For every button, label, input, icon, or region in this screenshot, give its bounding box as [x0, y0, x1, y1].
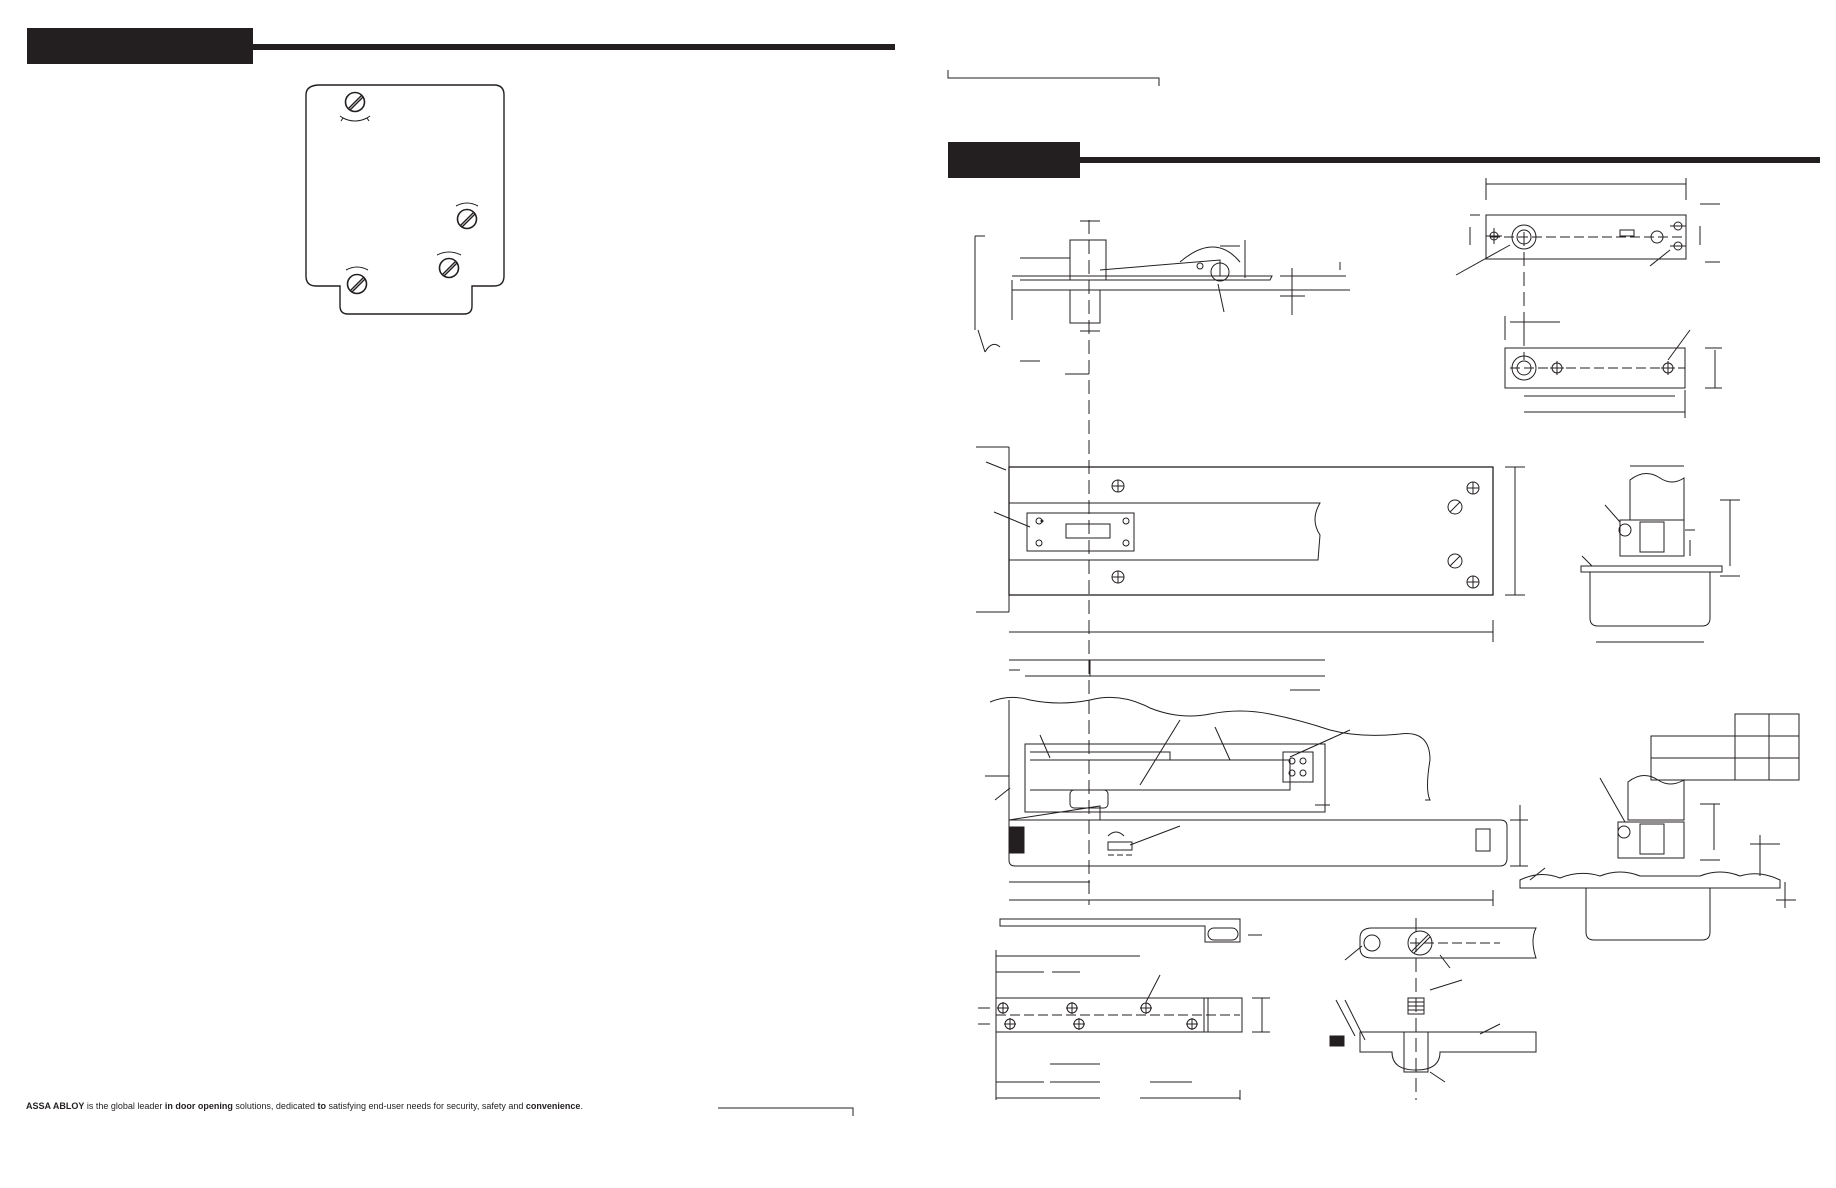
left-section-header-block [27, 28, 253, 64]
crosshair-hole-icon [1140, 1002, 1152, 1014]
footer-part1: is the global leader [84, 1101, 165, 1111]
crosshair-hole-icon [1073, 1018, 1085, 1030]
curved-arrow-icon [455, 202, 479, 207]
crosshair-hole-icon [1486, 228, 1502, 244]
left-section-header-rule [253, 44, 895, 50]
spindle-section-upper [1580, 465, 1740, 643]
crosshair-hole-icon [1661, 361, 1675, 375]
slotted-screw-icon [344, 91, 366, 113]
footer-tagline: ASSA ABLOY is the global leader in door … [26, 1101, 583, 1111]
pivot-plate-view [1504, 316, 1722, 418]
curved-arrow-icon [436, 251, 462, 256]
crosshair-hole-icon [1670, 221, 1686, 251]
crosshair-hole-icon [1111, 479, 1125, 493]
crosshair-hole-icon [997, 1002, 1009, 1014]
crosshair-hole-icon [1111, 570, 1125, 584]
slotted-screw-icon [456, 208, 478, 230]
slotted-screw-icon [346, 273, 368, 295]
slotted-screw-icon [1447, 499, 1463, 515]
crosshair-hole-icon [1066, 1002, 1078, 1014]
footer-end: . [580, 1101, 583, 1111]
crosshair-hole-icon [1550, 361, 1564, 375]
arm-detail [978, 918, 1270, 1100]
crosshair-hole-icon [1004, 1018, 1016, 1030]
valve-plate-diagram [305, 84, 505, 315]
footer-part2: solutions, dedicated [232, 1101, 318, 1111]
curved-arrow-icon [342, 117, 368, 122]
curved-arrow-icon [345, 266, 369, 271]
crosshair-hole-icon [1466, 575, 1480, 589]
top-pivot-side-view [974, 220, 1350, 375]
slotted-screw-icon [1447, 553, 1463, 569]
top-pivot-plan-view [1455, 178, 1720, 276]
footer-part3: satisfying end-user needs for security, … [325, 1101, 526, 1111]
spec-table [1650, 713, 1800, 781]
footer-bold1: in door opening [164, 1101, 233, 1111]
right-section-header-rule [1080, 157, 1820, 163]
crosshair-hole-icon [1186, 1018, 1198, 1030]
floor-closer-plan [976, 446, 1525, 642]
footer-bold2: to [317, 1101, 326, 1111]
floor-closer-section [985, 659, 1528, 906]
spindle-section-lower [1519, 775, 1796, 941]
slotted-screw-icon [438, 257, 460, 279]
footer-bracket-line [718, 1107, 854, 1116]
right-section-header-block [948, 142, 1080, 178]
footer-brand: ASSA ABLOY [26, 1101, 85, 1111]
top-bracket-line [947, 70, 1160, 86]
crosshair-hole-icon [1466, 481, 1480, 495]
footer-bold3: convenience [525, 1101, 581, 1111]
arm-end-detail [1329, 918, 1537, 1100]
